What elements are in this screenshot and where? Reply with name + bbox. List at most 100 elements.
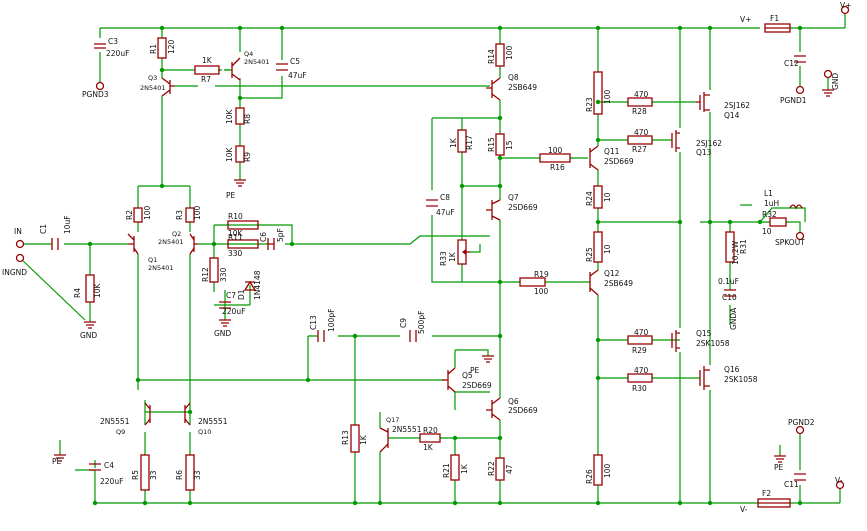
r14-value: 100 xyxy=(505,45,514,60)
port-label-vminus1: V- xyxy=(740,505,748,514)
q17-name: Q17 xyxy=(386,416,399,424)
r8-value: 10K xyxy=(225,108,234,124)
d1-value: 1N4148 xyxy=(253,270,262,300)
r28-name: 470 xyxy=(634,90,649,99)
port-label-pe3: PE xyxy=(774,463,784,472)
r23-value: 100 xyxy=(603,89,612,104)
port-label-gnd1: GND xyxy=(80,331,97,340)
r31-value: 10,2W xyxy=(731,240,740,265)
r3-value: 100 xyxy=(193,205,202,220)
r2-value: 100 xyxy=(143,205,152,220)
r26-name: R26 xyxy=(585,469,594,484)
c9-value: 500pF xyxy=(417,311,426,334)
q11-value: 2SD669 xyxy=(604,157,634,166)
q6-name: Q6 xyxy=(508,397,519,406)
port-label-vminus2: V- xyxy=(835,476,843,485)
c7-value: 220uF xyxy=(222,307,245,316)
q15-value: 2SK1058 xyxy=(696,339,730,348)
r6-value: 33 xyxy=(193,470,202,480)
c1-value: 10uF xyxy=(63,215,72,234)
r33-name: R33 xyxy=(439,251,448,266)
r6-name: R6 xyxy=(175,470,184,480)
connector-pads xyxy=(15,5,850,490)
q12-value: 2SB649 xyxy=(604,279,633,288)
component-symbols xyxy=(51,23,834,508)
r22-value: 47 xyxy=(505,464,514,474)
r19-name: R19 xyxy=(534,270,549,279)
c4-name: C4 xyxy=(104,461,114,470)
r22-name: R22 xyxy=(487,461,496,476)
junctions xyxy=(87,25,803,506)
component-labels: C1 10uF R4 10K Q1 2N5401 Q2 2N5401 R2 10… xyxy=(39,14,799,498)
l1-name: L1 xyxy=(764,189,773,198)
r9-value: 10K xyxy=(225,146,234,162)
q1-value: 2N5401 xyxy=(148,264,174,272)
r27-label: R27 xyxy=(632,145,647,154)
c12-name: C12 xyxy=(784,59,799,68)
port-label-pe4: PE xyxy=(52,457,62,466)
r30-name: 470 xyxy=(634,366,649,375)
r20-value: 1K xyxy=(423,443,434,452)
q1-name: Q1 xyxy=(148,256,157,264)
q8-name: Q8 xyxy=(508,73,519,82)
r27-name: 470 xyxy=(634,128,649,137)
port-label-ingnd: INGND xyxy=(2,268,27,277)
port-label-vplus2: V+ xyxy=(840,1,851,10)
q11-name: Q11 xyxy=(604,147,620,156)
c5-value: 47uF xyxy=(288,71,307,80)
r4-value: 10K xyxy=(93,282,102,298)
c3-value: 220uF xyxy=(106,49,129,58)
q16-name: Q16 xyxy=(724,365,740,374)
q8-value: 2SB649 xyxy=(508,83,537,92)
q9-name: Q9 xyxy=(116,428,125,436)
d1-name: D1 xyxy=(237,289,246,300)
r1-value: 120 xyxy=(167,39,176,54)
q4-name: Q4 xyxy=(244,50,253,58)
c13-value: 100pF xyxy=(327,309,336,332)
r9-name: R9 xyxy=(243,152,252,162)
r26-value: 100 xyxy=(603,463,612,478)
c8-name: C8 xyxy=(440,193,450,202)
r15-value: 15 xyxy=(505,140,514,150)
q13-value: 2SJ162 xyxy=(696,139,722,148)
port-label-pe2: PE xyxy=(470,366,480,375)
q12-name: Q12 xyxy=(604,269,620,278)
r30-label: R30 xyxy=(632,384,647,393)
r2-name: R2 xyxy=(125,210,134,220)
r17-name: R17 xyxy=(465,135,474,150)
r3-name: R3 xyxy=(175,210,184,220)
q13-name: Q13 xyxy=(696,148,712,157)
r33-value: 1K xyxy=(448,251,457,262)
q3-name: Q3 xyxy=(148,74,157,82)
r16-value: 100 xyxy=(548,146,563,155)
r11-value: 330 xyxy=(228,249,243,258)
r13-value: 1K xyxy=(359,434,368,445)
r25-name: R25 xyxy=(585,247,594,262)
r15-name: R15 xyxy=(487,137,496,152)
r24-value: 10 xyxy=(603,192,612,202)
port-label-pgnd3: PGND3 xyxy=(82,90,109,99)
c9-name: C9 xyxy=(399,318,408,328)
q6-value: 2SD669 xyxy=(508,406,538,415)
port-label-pgnd2: PGND2 xyxy=(788,418,815,427)
c1-name: C1 xyxy=(39,224,48,234)
r20-name: R20 xyxy=(423,426,438,435)
q14-name: Q14 xyxy=(724,111,740,120)
r31-name: R31 xyxy=(739,239,748,254)
q3-value: 2N5401 xyxy=(140,84,166,92)
r16-name: R16 xyxy=(550,163,565,172)
c13-name: C13 xyxy=(309,315,318,330)
r29-name: 470 xyxy=(634,328,649,337)
q17-value: 2N5551 xyxy=(392,425,422,434)
port-label-gnd2: GND xyxy=(214,329,231,338)
port-label-gnd3: GND xyxy=(831,73,840,90)
port-label-gnda: GNDA xyxy=(729,307,738,330)
q5-name: Q5 xyxy=(462,371,473,380)
c8-value: 47uF xyxy=(436,208,455,217)
r17-value: 1K xyxy=(449,137,458,148)
q4-value: 2N5401 xyxy=(244,58,270,66)
q2-value: 2N5401 xyxy=(158,238,184,246)
c6-name: C6 xyxy=(259,232,268,242)
r7-value: 1K xyxy=(202,56,213,65)
